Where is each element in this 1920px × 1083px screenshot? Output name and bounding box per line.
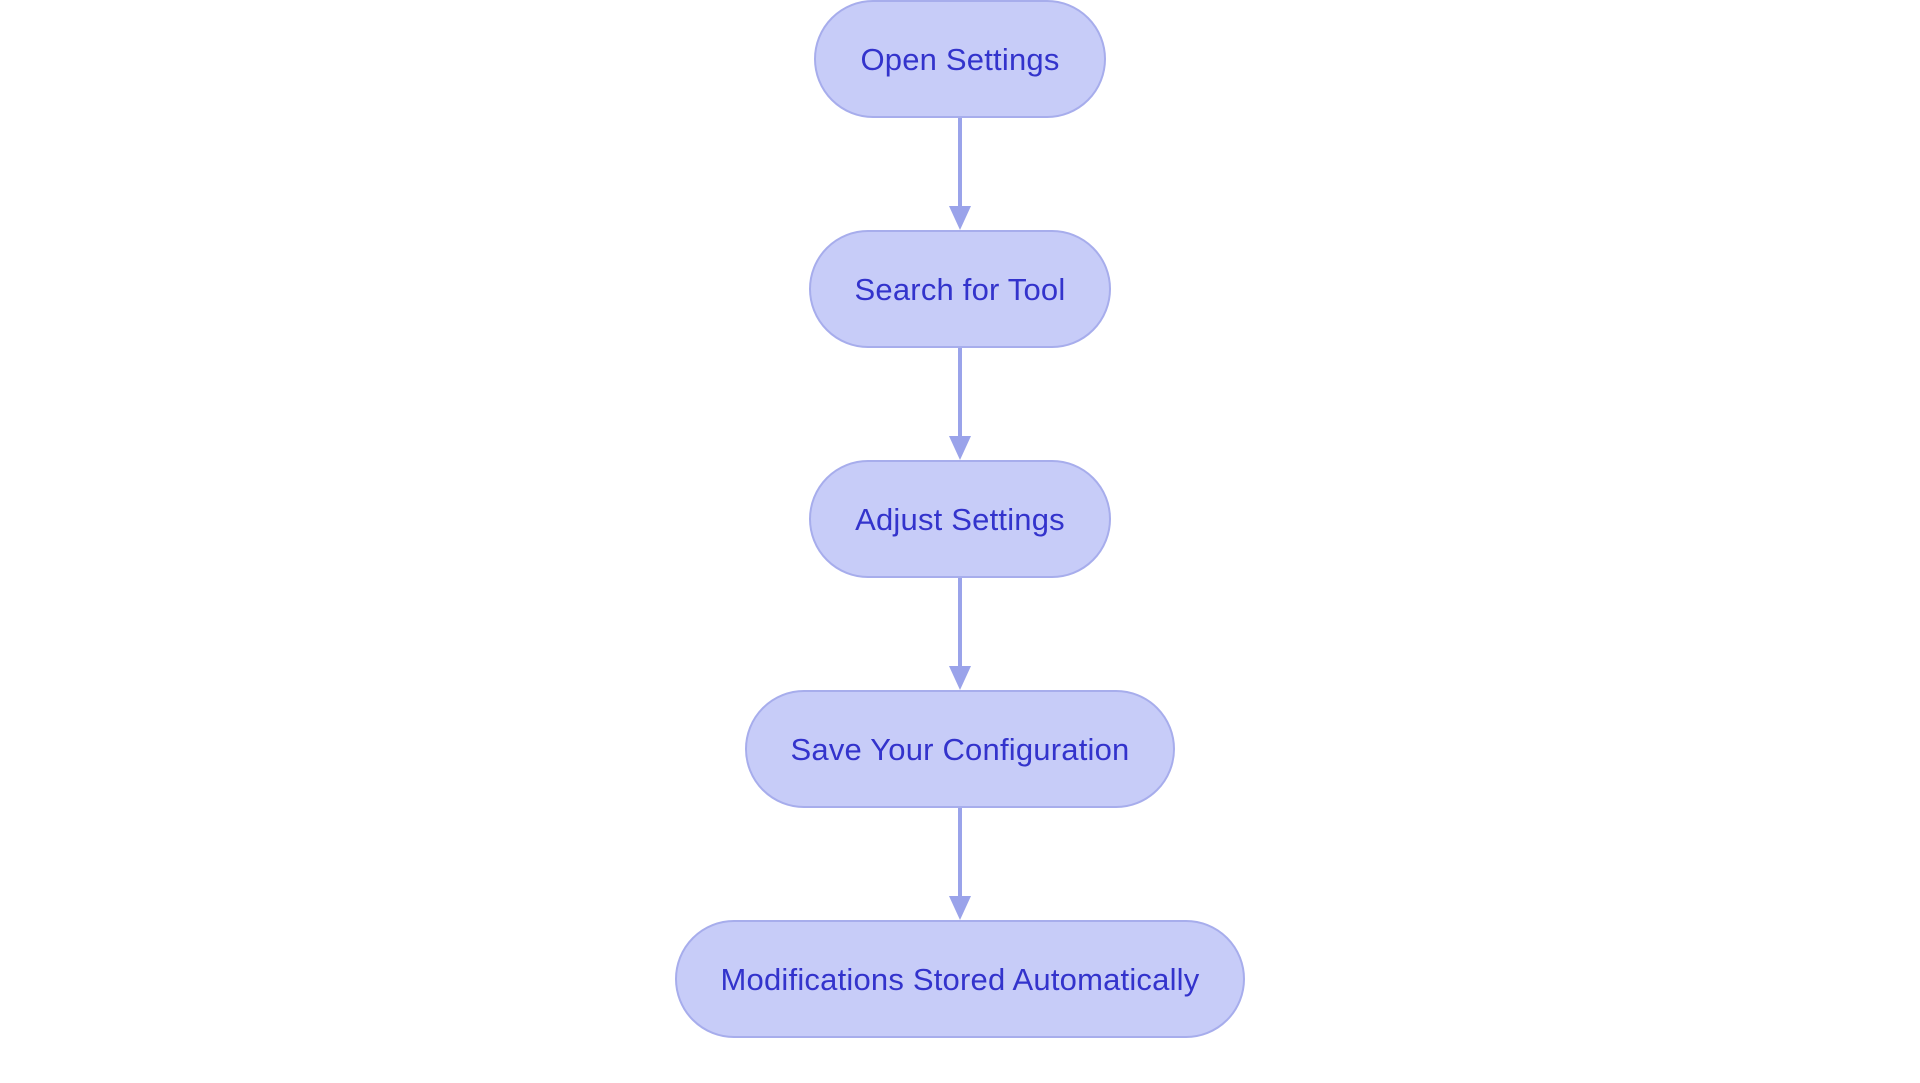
flow-node-label: Save Your Configuration [790, 731, 1130, 767]
flow-node-label: Search for Tool [854, 271, 1066, 307]
flow-node-search-for-tool[interactable]: Search for Tool [808, 230, 1112, 348]
flow-edge-n4-n5 [940, 808, 980, 920]
flow-node-modifications-stored-automatically[interactable]: Modifications Stored Automatically [674, 920, 1246, 1038]
flow-node-label: Adjust Settings [855, 501, 1065, 537]
edge-line [958, 118, 962, 208]
edge-line [958, 808, 962, 898]
down-arrow-icon [949, 436, 971, 460]
flow-edge-n2-n3 [940, 348, 980, 460]
flow-node-adjust-settings[interactable]: Adjust Settings [809, 460, 1111, 578]
edge-line [958, 348, 962, 438]
down-arrow-icon [949, 896, 971, 920]
edge-line [958, 578, 962, 668]
flow-node-save-your-configuration[interactable]: Save Your Configuration [744, 690, 1176, 808]
flow-node-label: Modifications Stored Automatically [720, 961, 1200, 997]
flow-edge-n3-n4 [940, 578, 980, 690]
flow-node-open-settings[interactable]: Open Settings [814, 0, 1106, 118]
flow-edge-n1-n2 [940, 118, 980, 230]
flow-node-label: Open Settings [860, 41, 1060, 77]
down-arrow-icon [949, 666, 971, 690]
down-arrow-icon [949, 206, 971, 230]
